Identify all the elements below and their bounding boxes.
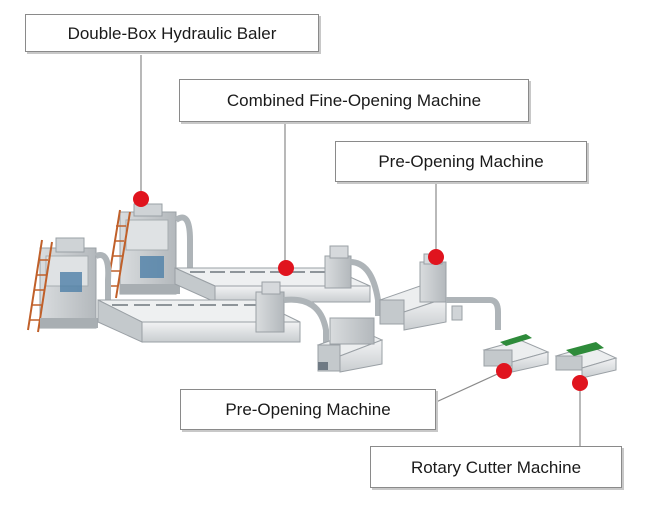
pre-opening-machine-upper [378, 253, 501, 331]
duct-baler-right [174, 214, 193, 270]
label-double-box-baler: Double-Box Hydraulic Baler [25, 14, 319, 52]
duct-baler-left [94, 252, 112, 300]
marker-baler [133, 191, 149, 207]
fine-opening-machine-front [97, 281, 329, 352]
label-pre-opening-top: Pre-Opening Machine [335, 141, 587, 182]
marker-pre-opening-top [428, 249, 444, 265]
label-rotary-cutter: Rotary Cutter Machine [370, 446, 622, 488]
baler-machine-left [27, 237, 98, 333]
rotary-cutter-right [554, 342, 618, 379]
leader-line-pre-opening-bottom [422, 370, 505, 409]
label-pre-opening-bottom: Pre-Opening Machine [180, 389, 436, 430]
fine-opening-machine-back [174, 245, 381, 316]
rotary-cutter-left [482, 334, 550, 373]
baler-machine-right [105, 203, 180, 299]
pre-opening-machine-lower [316, 317, 384, 373]
marker-fine-opening [278, 260, 294, 276]
label-combined-fine-opening: Combined Fine-Opening Machine [179, 79, 529, 122]
marker-rotary-cutter [572, 375, 588, 391]
marker-pre-opening-bottom [496, 363, 512, 379]
